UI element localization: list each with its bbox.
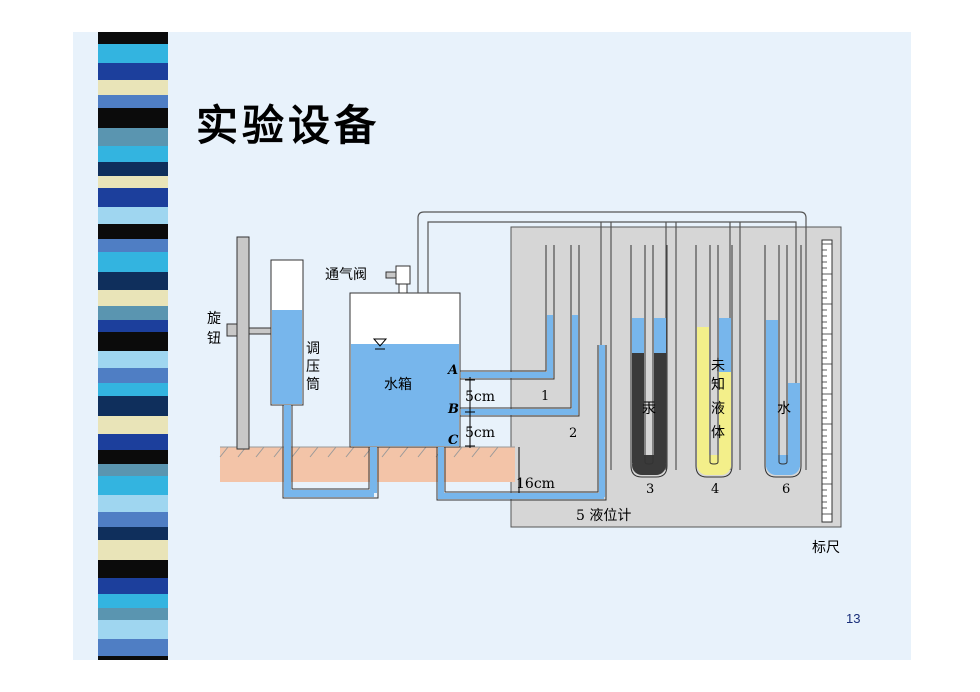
pipe-cylinder-to-tank — [282, 405, 379, 499]
spacing-bc-label: 5cm — [465, 425, 495, 441]
tube-1 — [460, 245, 555, 380]
point-c-label: C — [448, 433, 459, 448]
air-pipe-top — [417, 211, 807, 470]
tube-1-label: 1 — [541, 389, 549, 404]
stripe-band — [98, 495, 168, 513]
stripe-band — [98, 527, 168, 541]
tube-4-label: 4 — [711, 482, 719, 497]
stripe-band — [98, 608, 168, 621]
level-gauge-label: 5 液位计 — [576, 508, 631, 524]
unknown-liquid-label-3: 液 — [711, 401, 725, 417]
water-tank-water — [351, 344, 459, 446]
stripe-band — [98, 476, 168, 496]
water-label: 水 — [777, 401, 791, 417]
stripe-band — [98, 594, 168, 609]
slide-title: 实验设备 — [196, 101, 381, 150]
stripe-band — [98, 80, 168, 96]
vent-valve-icon — [395, 265, 411, 285]
stripe-band — [98, 146, 168, 163]
stripe-band — [98, 560, 168, 579]
stand-pole — [236, 236, 250, 450]
unknown-liquid-label-4: 体 — [711, 425, 725, 441]
stripe-band — [98, 162, 168, 177]
stripe-band — [98, 450, 168, 465]
point-b-label: B — [447, 402, 459, 417]
stripe-band — [98, 332, 168, 352]
knob-label-1: 旋 — [207, 311, 221, 327]
stripe-band — [98, 320, 168, 333]
stripe-band — [98, 434, 168, 451]
pressure-cylinder-label-2: 压 — [306, 359, 320, 375]
knob-icon — [226, 323, 238, 337]
stripe-band — [98, 176, 168, 189]
stripe-band — [98, 383, 168, 397]
stripe-band — [98, 656, 168, 660]
stripe-band — [98, 578, 168, 595]
stripe-band — [98, 512, 168, 528]
spacing-ab-label: 5cm — [465, 389, 495, 405]
pressure-cylinder-label-3: 筒 — [306, 376, 320, 393]
pressure-cylinder-water — [272, 310, 302, 404]
stripe-band — [98, 396, 168, 417]
water-level-marker-icon — [372, 338, 388, 347]
pressure-cylinder-label-1: 调 — [306, 341, 320, 357]
stripe-band — [98, 639, 168, 657]
stripe-band — [98, 540, 168, 561]
stripe-band — [98, 272, 168, 291]
unknown-liquid-label-1: 未 — [711, 358, 725, 374]
stripe-band — [98, 620, 168, 640]
stripe-band — [98, 95, 168, 109]
unknown-liquid-label-2: 知 — [711, 376, 725, 393]
stripe-band — [98, 108, 168, 129]
decorative-stripe-bar — [98, 32, 168, 660]
stripe-band — [98, 252, 168, 273]
stripe-band — [98, 32, 168, 45]
point-a-label: A — [446, 363, 458, 378]
stripe-band — [98, 351, 168, 369]
stripe-band — [98, 224, 168, 240]
u-tube-water — [764, 245, 802, 478]
ruler — [821, 239, 833, 523]
stripe-band — [98, 464, 168, 477]
stand-arm — [248, 327, 272, 335]
tube-5-level-gauge — [436, 345, 607, 501]
dimension-markers — [465, 377, 520, 493]
tube-2-label: 2 — [569, 426, 577, 441]
stripe-band — [98, 306, 168, 321]
stripe-band — [98, 128, 168, 147]
water-tank-label: 水箱 — [384, 377, 412, 393]
ruler-ticks — [822, 243, 832, 515]
stripe-band — [98, 368, 168, 384]
depth-label: 16cm — [516, 476, 555, 492]
tube-2 — [460, 245, 580, 417]
mercury-label: 汞 — [642, 401, 656, 417]
stripe-band — [98, 44, 168, 64]
u-tube-unknown-liquid — [695, 245, 733, 478]
stripe-band — [98, 239, 168, 253]
stripe-band — [98, 188, 168, 208]
ruler-label: 标尺 — [812, 540, 840, 556]
u-tube-mercury — [630, 245, 668, 478]
tube-6-label: 6 — [782, 482, 790, 497]
page-number: 13 — [846, 611, 861, 626]
vent-valve-label: 通气阀 — [325, 267, 367, 283]
knob-label-2: 钮 — [207, 331, 221, 347]
stripe-band — [98, 416, 168, 435]
stripe-band — [98, 63, 168, 81]
tube-3-label: 3 — [646, 482, 654, 497]
stripe-band — [98, 207, 168, 225]
stripe-band — [98, 290, 168, 307]
